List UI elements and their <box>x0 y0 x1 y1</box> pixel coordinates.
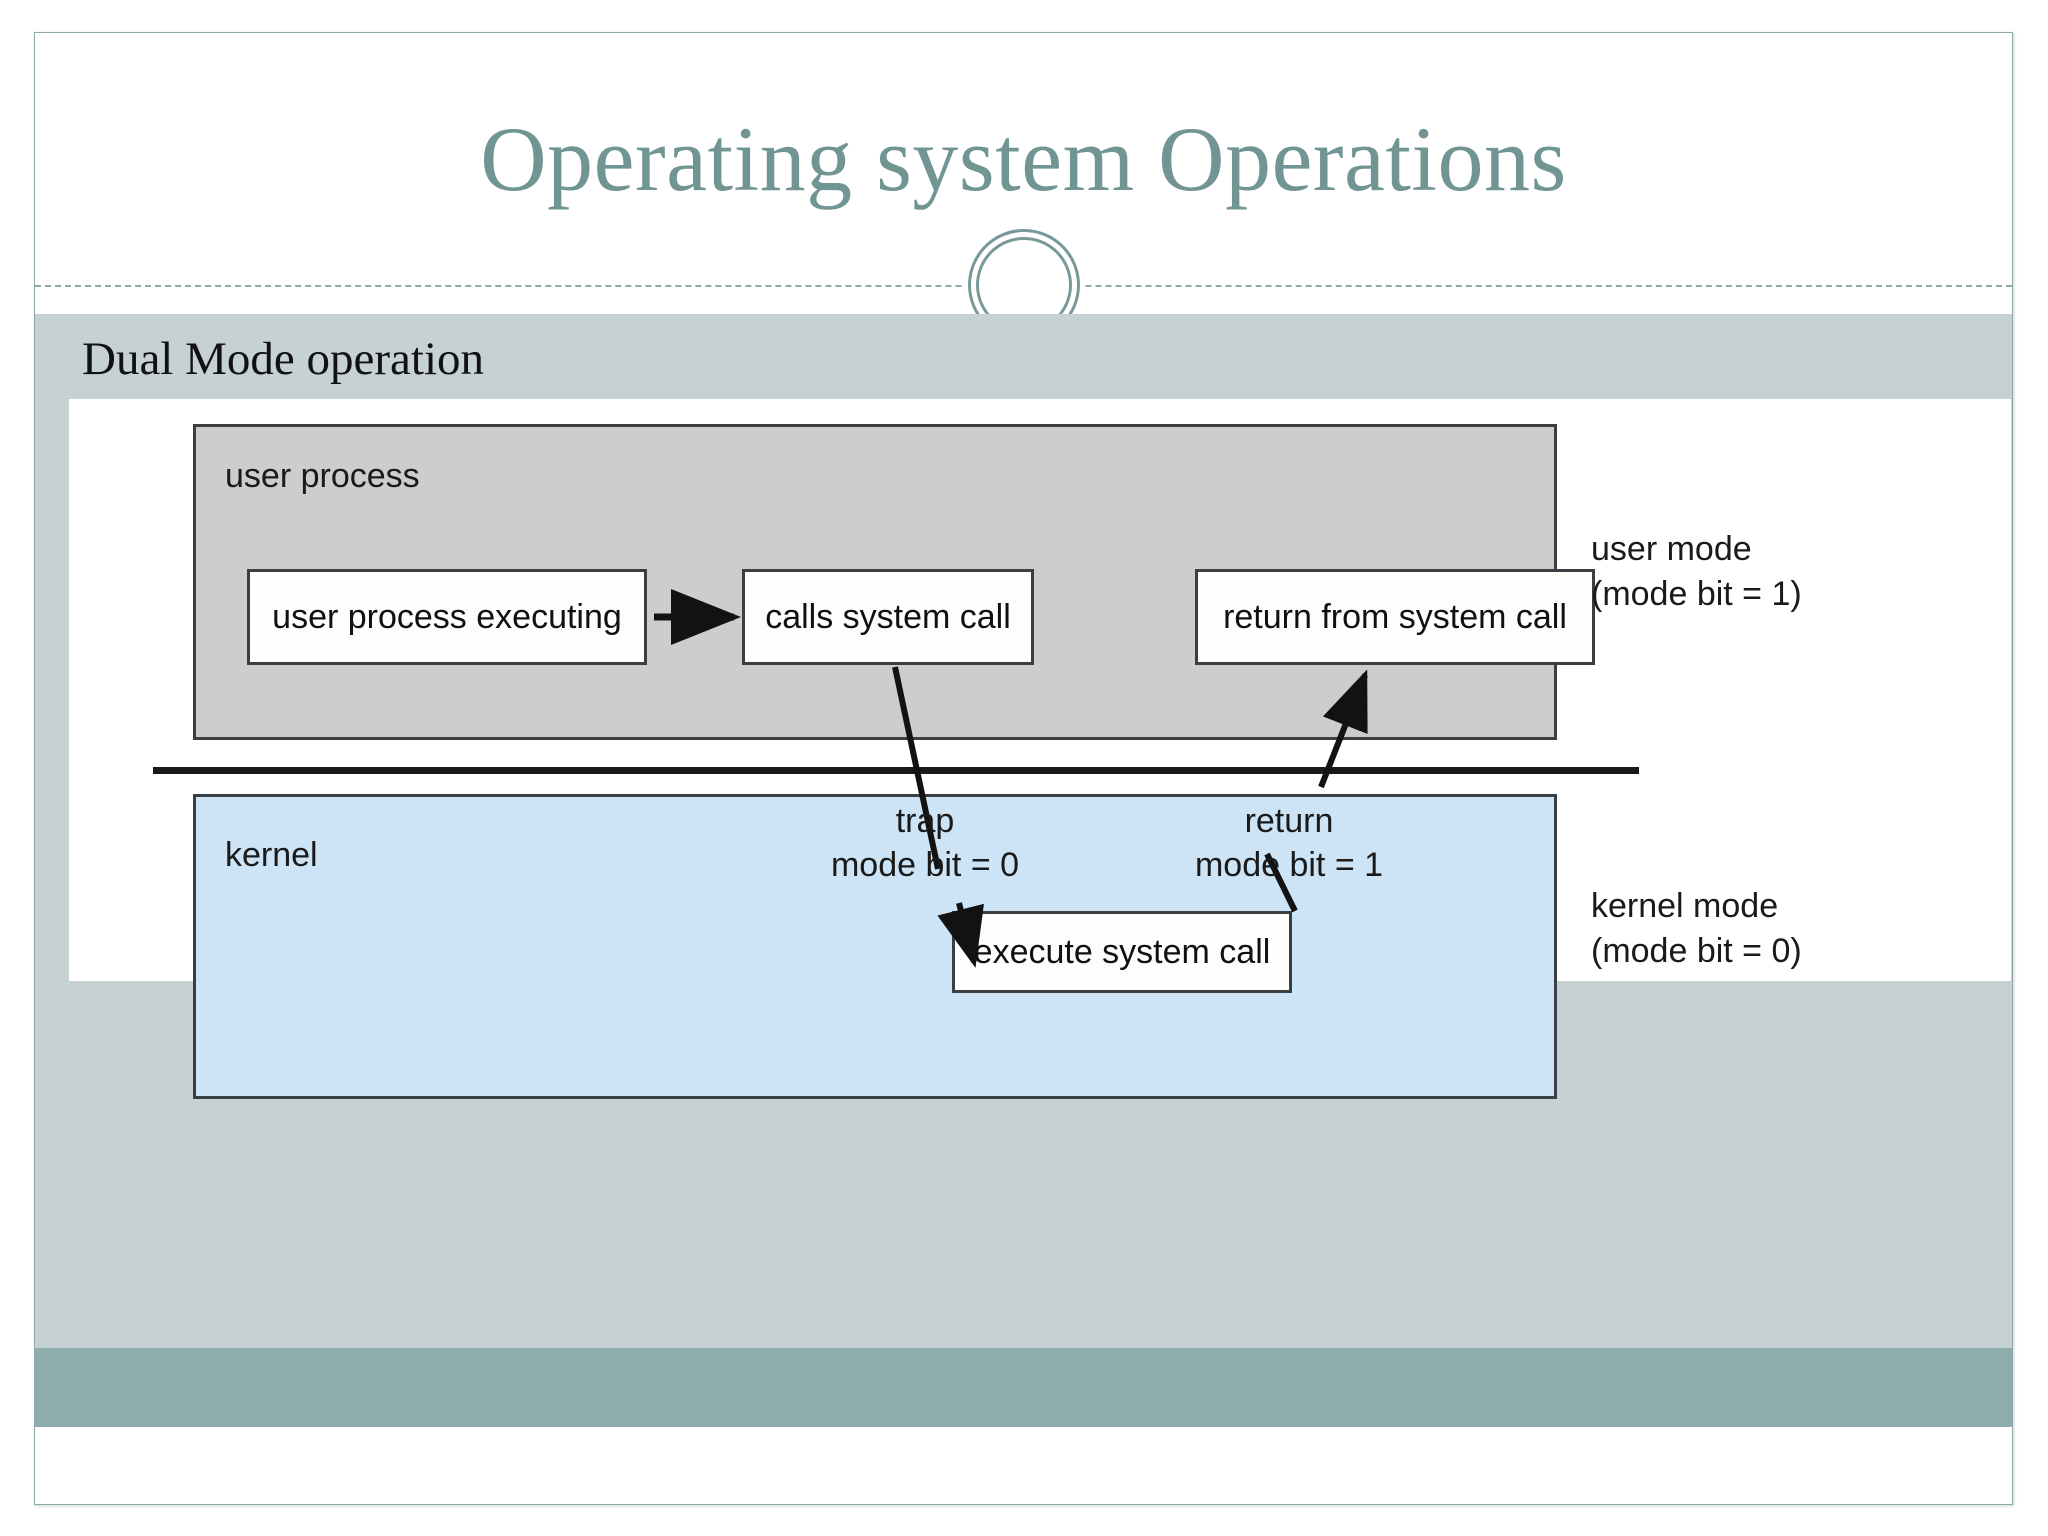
node-execute-system-call[interactable]: execute system call <box>952 911 1292 993</box>
slide-body: Dual Mode operation user process kernel … <box>35 314 2012 1427</box>
node-user-process-executing[interactable]: user process executing <box>247 569 647 665</box>
figure-panel: user process kernel user process executi… <box>69 399 2011 1099</box>
presentation-slide: Operating system Operations Dual Mode op… <box>34 32 2013 1505</box>
side-label-kernel-mode-line2: (mode bit = 0) <box>1591 931 1802 970</box>
footer-accent-bar <box>35 1348 2012 1427</box>
node-return-from-system-call[interactable]: return from system call <box>1195 569 1595 665</box>
node-calls-system-call[interactable]: calls system call <box>742 569 1034 665</box>
edge-label-trap-line1: trap <box>895 802 955 840</box>
kernel-mode-zone <box>193 794 1557 1099</box>
edge-label-return: return mode bit = 1 <box>1149 799 1429 887</box>
title-region: Operating system Operations <box>35 33 2012 286</box>
side-label-user-mode-line1: user mode <box>1591 530 1752 568</box>
side-label-user-mode: user mode (mode bit = 1) <box>1591 527 1802 617</box>
edge-label-trap-line2: mode bit = 0 <box>830 846 1020 885</box>
user-process-zone-label: user process <box>225 457 420 495</box>
side-label-kernel-mode-line1: kernel mode <box>1591 887 1779 925</box>
kernel-zone-label: kernel <box>225 836 318 874</box>
side-label-user-mode-line2: (mode bit = 1) <box>1591 574 1802 613</box>
side-label-kernel-mode: kernel mode (mode bit = 0) <box>1591 884 1802 974</box>
section-subtitle: Dual Mode operation <box>82 333 485 385</box>
edge-label-return-line1: return <box>1244 802 1334 840</box>
page-title: Operating system Operations <box>480 108 1567 211</box>
edge-label-return-line2: mode bit = 1 <box>1194 846 1384 885</box>
edge-label-trap: trap mode bit = 0 <box>785 799 1065 887</box>
mode-separator-line <box>153 767 1639 774</box>
dual-mode-diagram: user process kernel user process executi… <box>69 399 2011 1099</box>
